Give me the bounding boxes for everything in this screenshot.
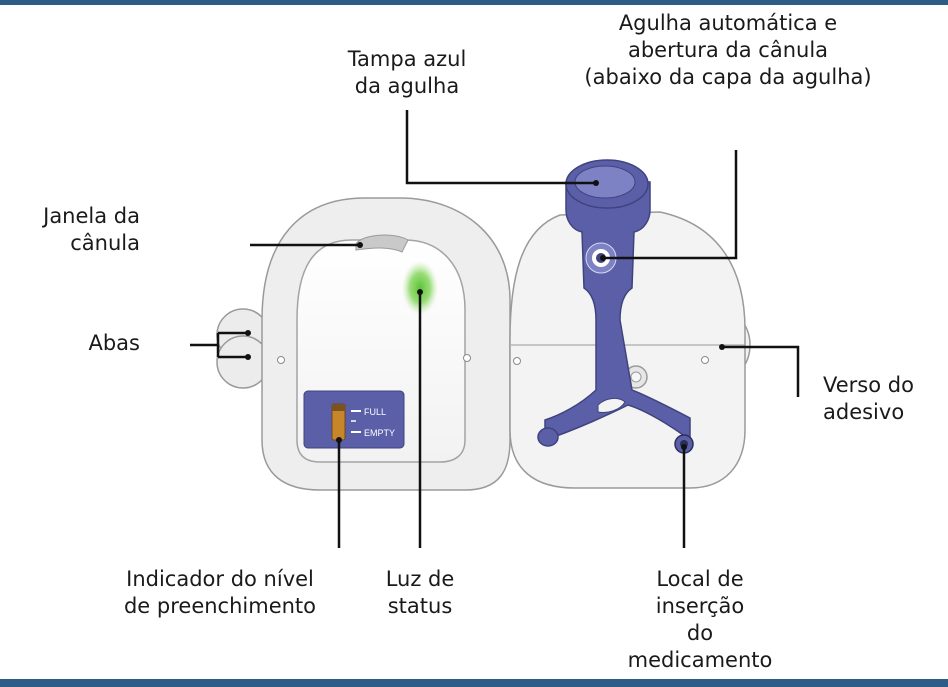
top-border-bar	[0, 0, 948, 5]
leader-agulha	[603, 150, 738, 260]
hole-left-front	[277, 356, 285, 364]
hole-right-front	[463, 354, 471, 362]
label-luz-status: Luz de status	[385, 567, 455, 618]
leader-tampa	[405, 110, 596, 185]
status-light	[402, 261, 438, 315]
label-verso-adesivo: Verso do adesivo	[823, 373, 914, 424]
hole-right-back	[701, 356, 709, 364]
device-back	[509, 159, 751, 489]
tab-lower	[216, 335, 270, 389]
insertion-end-left	[537, 427, 559, 447]
label-local-insercao: Local de inserção do medicamento	[627, 567, 773, 672]
bottom-border-bar	[0, 679, 948, 687]
cannula-window	[355, 234, 409, 253]
label-tampa-azul: Tampa azul da agulha	[347, 47, 467, 98]
indicator-full-text: FULL	[364, 407, 386, 417]
indicator-empty-text: EMPTY	[364, 428, 395, 438]
housing-cutout	[597, 397, 626, 413]
hole-left-back	[513, 357, 521, 365]
leader-lines	[190, 110, 800, 548]
needle-housing	[544, 181, 691, 442]
device-front: FULL EMPTY	[216, 197, 511, 491]
leader-dots	[245, 180, 725, 450]
label-agulha-automatica: Agulha automática e abertura da cânula (…	[584, 11, 872, 89]
label-indicador-nivel: Indicador do nível de preenchimento	[123, 567, 317, 618]
label-abas: Abas	[88, 331, 140, 355]
label-janela-canula: Janela da cânula	[43, 204, 140, 255]
fill-indicator-panel	[303, 390, 405, 449]
leader-verso	[722, 345, 800, 397]
